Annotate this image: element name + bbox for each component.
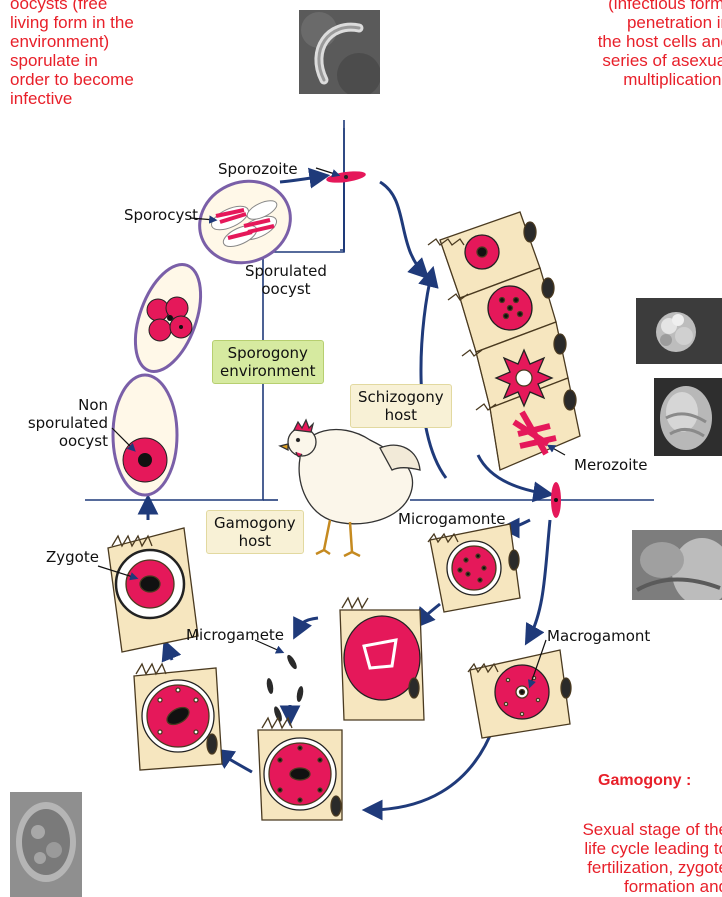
non-sporulated-oocyst [112, 375, 177, 495]
gamogony-host-box: Gamogony host [206, 510, 304, 554]
early-zygote-cell [134, 664, 222, 770]
mature-microgamonte-cell [340, 598, 424, 720]
epithelial-cells-schizogony [428, 212, 580, 470]
label-macrogamont: Macrogamont [547, 627, 650, 645]
microgametes [255, 640, 304, 723]
label-merozoite: Merozoite [574, 456, 648, 474]
macrogamont-cell [468, 640, 571, 738]
label-microgamonte: Microgamonte [398, 510, 506, 528]
dividing-oocyst [123, 256, 214, 380]
sporogony-environment-box: Sporogony environment [212, 340, 324, 384]
label-sporulated-oocyst: Sporulated oocyst [245, 262, 327, 298]
zygote-cell [98, 528, 198, 652]
label-microgamete: Microgamete [186, 626, 284, 644]
fertilization-cell [258, 718, 342, 820]
microgamonte-cell [428, 524, 520, 612]
sporulated-oocyst [188, 169, 302, 276]
schizogony-host-box: Schizogony host [350, 384, 452, 428]
label-sporocyst: Sporocyst [124, 206, 198, 224]
label-non-sporulated-oocyst: Non sporulated oocyst [20, 396, 108, 450]
label-sporozoite: Sporozoite [218, 160, 298, 178]
label-zygote: Zygote [46, 548, 99, 566]
